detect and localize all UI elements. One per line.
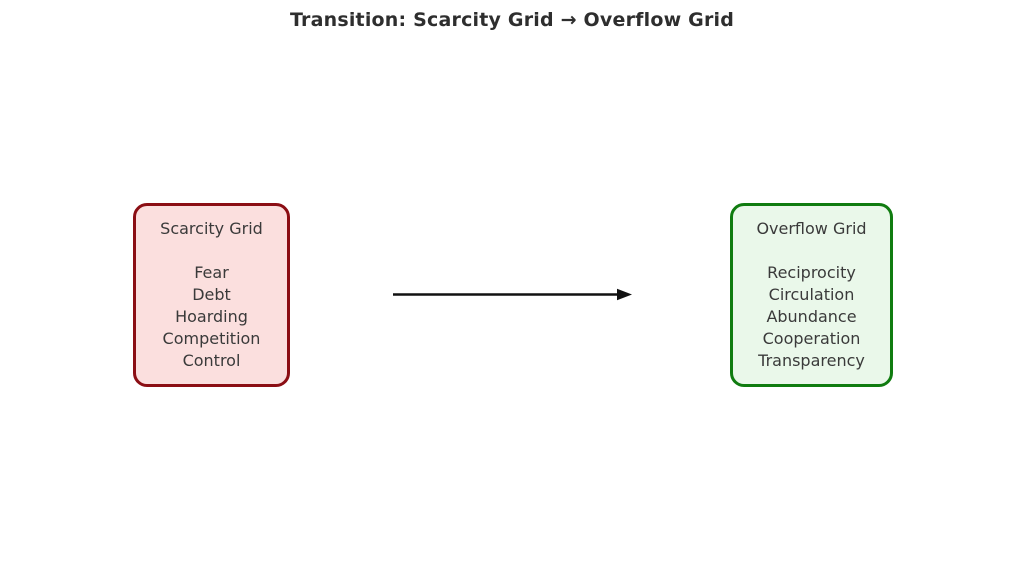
arrow-head-icon xyxy=(617,288,632,301)
overflow-grid-item: Transparency xyxy=(758,351,865,370)
scarcity-grid-item: Competition xyxy=(162,329,261,348)
scarcity-grid-box: Scarcity Grid Fear Debt Hoarding Competi… xyxy=(133,203,290,387)
spacer xyxy=(733,240,890,262)
overflow-grid-text: Overflow Grid Reciprocity Circulation Ab… xyxy=(733,218,890,372)
overflow-grid-item: Cooperation xyxy=(762,329,861,348)
overflow-grid-item: Abundance xyxy=(766,307,857,326)
overflow-grid-box: Overflow Grid Reciprocity Circulation Ab… xyxy=(730,203,893,387)
scarcity-grid-item: Control xyxy=(182,351,241,370)
diagram-title: Transition: Scarcity Grid → Overflow Gri… xyxy=(289,9,735,31)
scarcity-grid-item: Fear xyxy=(194,263,229,282)
scarcity-grid-text: Scarcity Grid Fear Debt Hoarding Competi… xyxy=(136,218,287,372)
transition-arrow xyxy=(393,288,632,301)
overflow-grid-box-title: Overflow Grid xyxy=(756,219,867,238)
scarcity-grid-item: Debt xyxy=(192,285,231,304)
scarcity-grid-box-title: Scarcity Grid xyxy=(160,219,263,238)
overflow-grid-item: Reciprocity xyxy=(767,263,856,282)
scarcity-grid-item: Hoarding xyxy=(175,307,248,326)
overflow-grid-item: Circulation xyxy=(768,285,855,304)
spacer xyxy=(136,240,287,262)
